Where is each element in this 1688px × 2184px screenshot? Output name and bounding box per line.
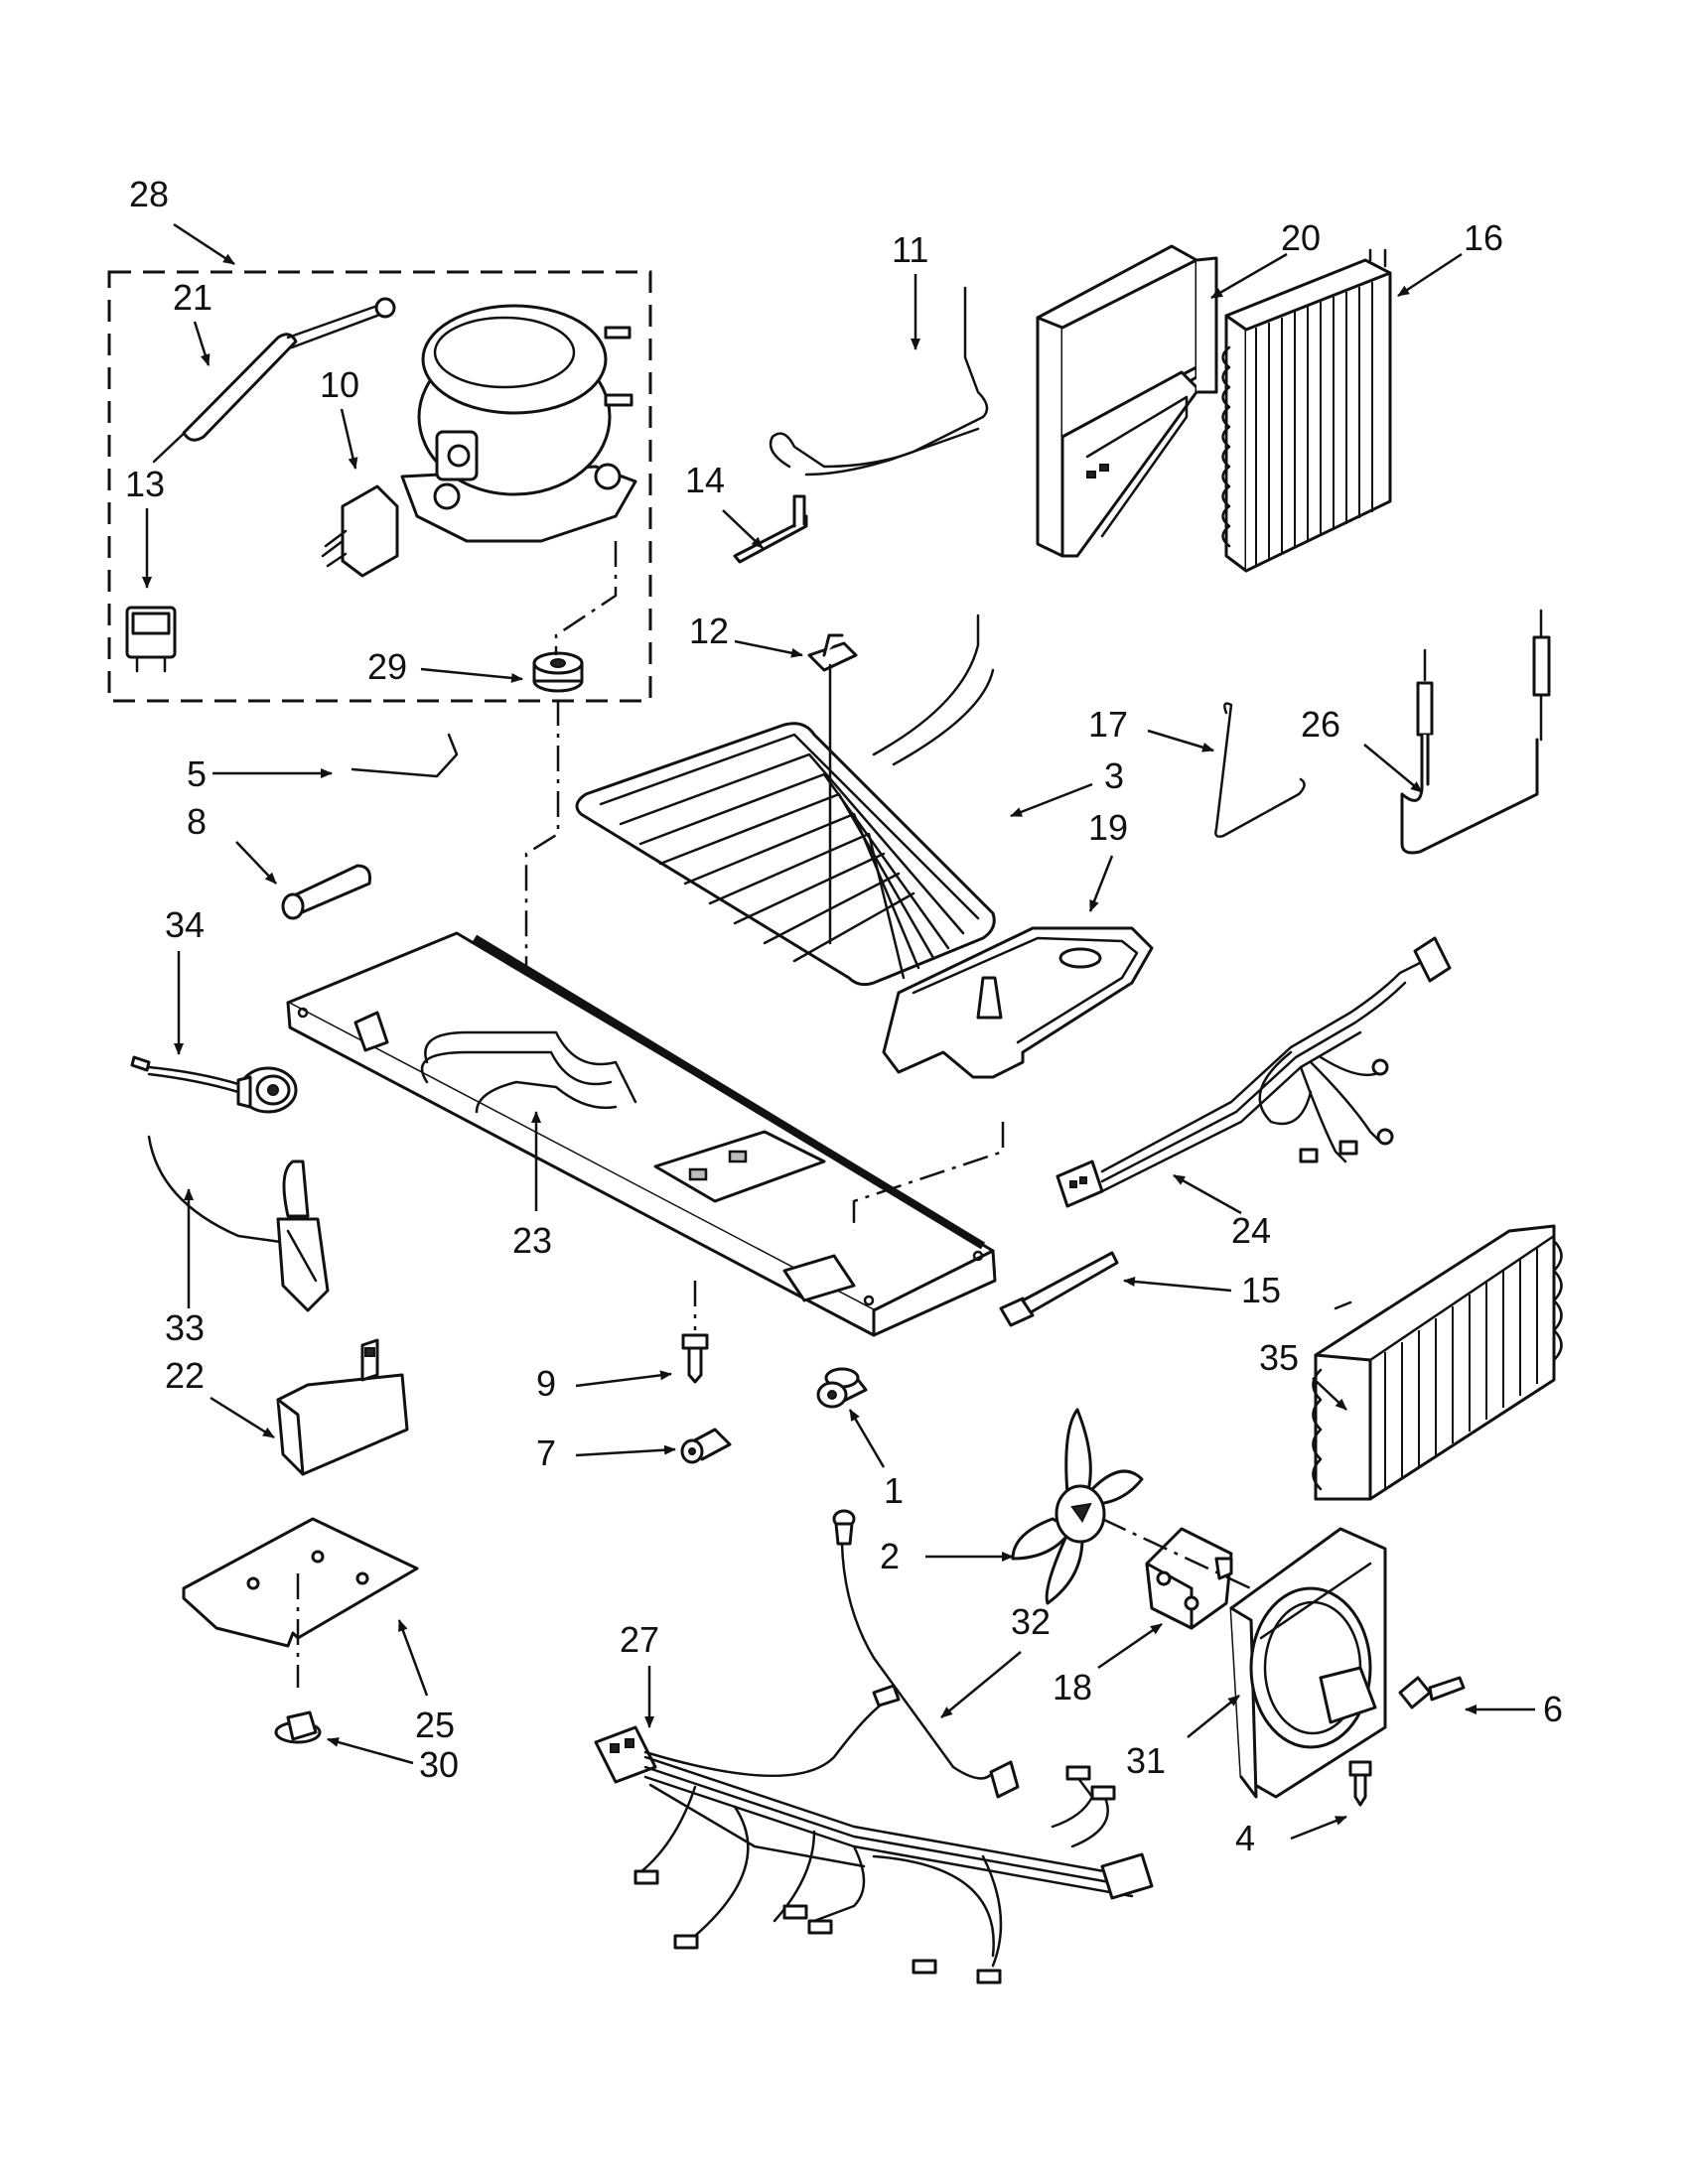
connector-tube[interactable] — [351, 733, 459, 778]
callout-35: 35 — [1259, 1337, 1299, 1378]
leader-12 — [734, 639, 803, 658]
leader-15 — [1123, 1277, 1232, 1293]
insulation-sleeve[interactable] — [281, 864, 371, 920]
leader-25 — [397, 1619, 429, 1697]
leader-29 — [420, 667, 523, 683]
callout-5: 5 — [187, 753, 207, 794]
callout-32: 32 — [1011, 1601, 1051, 1642]
bracket-screw[interactable] — [1398, 1676, 1466, 1709]
leader-31 — [1187, 1695, 1240, 1738]
leader-16 — [1397, 252, 1463, 298]
capillary-tube[interactable] — [769, 286, 989, 477]
leader-30 — [327, 1737, 414, 1765]
callout-15: 15 — [1241, 1270, 1281, 1310]
evaporator-clip[interactable] — [807, 633, 858, 672]
machine-compartment-base[interactable] — [286, 931, 997, 1337]
leader-7 — [575, 1444, 676, 1457]
callout-20: 20 — [1281, 217, 1321, 258]
callout-19: 19 — [1088, 807, 1128, 848]
condenser-coil[interactable] — [1221, 248, 1392, 573]
cover-clip[interactable] — [274, 1710, 322, 1744]
callout-13: 13 — [125, 464, 165, 504]
compressor-grommet[interactable] — [816, 1367, 868, 1409]
leader-10 — [340, 408, 358, 470]
leader-28 — [173, 222, 235, 266]
callout-31: 31 — [1126, 1740, 1166, 1781]
lower-condenser[interactable] — [1312, 1224, 1563, 1501]
callout-7: 7 — [536, 1433, 556, 1473]
callout-12: 12 — [689, 611, 729, 651]
leader-35 — [1312, 1377, 1347, 1411]
tube-clip[interactable] — [1214, 702, 1306, 838]
compressor-sleeve[interactable] — [680, 1428, 732, 1464]
leader-17 — [1147, 729, 1214, 752]
callout-3: 3 — [1104, 755, 1124, 796]
leader-22 — [210, 1396, 275, 1439]
callout-29: 29 — [367, 646, 407, 687]
condenser-fan-motor[interactable] — [1145, 1527, 1233, 1630]
leader-21 — [193, 321, 211, 366]
leader-8 — [235, 841, 277, 885]
start-relay[interactable] — [321, 484, 399, 578]
leader-32 — [940, 1651, 1022, 1718]
callout-10: 10 — [320, 364, 359, 405]
leader-19 — [1088, 855, 1114, 912]
leader-9 — [575, 1370, 672, 1388]
callout-27: 27 — [620, 1619, 659, 1660]
leader-4 — [1290, 1815, 1347, 1841]
evaporator[interactable] — [575, 614, 996, 987]
suction-line-assembly[interactable] — [1400, 609, 1551, 855]
callout-2: 2 — [880, 1536, 900, 1576]
access-cover[interactable] — [182, 1517, 419, 1648]
leader-14 — [722, 509, 764, 549]
mounting-screw-lower[interactable] — [1348, 1760, 1372, 1807]
callout-28: 28 — [129, 174, 169, 214]
wire-harness-lower[interactable] — [594, 1684, 1154, 1984]
drain-pan[interactable] — [882, 926, 1154, 1079]
defrost-sensor[interactable] — [147, 1135, 330, 1312]
filter-drier[interactable] — [152, 297, 396, 464]
mounting-screw[interactable] — [681, 1281, 709, 1384]
callout-25: 25 — [415, 1705, 455, 1745]
fan-blade[interactable] — [1011, 1408, 1144, 1605]
cable-tie[interactable] — [999, 1251, 1119, 1327]
callout-6: 6 — [1543, 1689, 1563, 1729]
callout-33: 33 — [165, 1307, 205, 1348]
overload-protector[interactable] — [125, 606, 177, 673]
callout-11: 11 — [892, 229, 928, 270]
leader-24 — [1173, 1173, 1242, 1215]
callout-14: 14 — [685, 460, 725, 500]
power-cord-strain-relief[interactable] — [130, 1055, 298, 1114]
leader-1 — [848, 1409, 886, 1468]
fan-motor-bracket[interactable] — [1229, 1527, 1387, 1799]
callout-26: 26 — [1301, 704, 1340, 745]
callout-21: 21 — [173, 277, 212, 318]
callout-16: 16 — [1464, 217, 1503, 258]
leader-18 — [1097, 1622, 1163, 1670]
callout-9: 9 — [536, 1363, 556, 1404]
leader-26 — [1363, 744, 1423, 793]
leader-20 — [1210, 252, 1288, 300]
callout-23: 23 — [512, 1220, 552, 1261]
callout-24: 24 — [1231, 1210, 1271, 1251]
callout-8: 8 — [187, 801, 207, 842]
condenser-shroud[interactable] — [1036, 244, 1218, 558]
wire-harness-upper[interactable] — [1055, 936, 1452, 1208]
leader-3 — [1010, 782, 1093, 818]
callout-34: 34 — [165, 904, 205, 945]
suction-tube[interactable] — [733, 494, 808, 564]
grommet[interactable] — [532, 651, 584, 693]
callout-18: 18 — [1053, 1667, 1092, 1707]
callout-4: 4 — [1235, 1818, 1255, 1858]
thermistor[interactable] — [832, 1509, 1020, 1799]
callout-22: 22 — [165, 1355, 205, 1396]
callout-17: 17 — [1088, 704, 1128, 745]
compressor[interactable] — [400, 304, 637, 543]
compressor-kit-boundary — [107, 270, 652, 703]
callout-1: 1 — [884, 1470, 904, 1511]
electronic-control[interactable] — [276, 1338, 409, 1476]
callout-30: 30 — [419, 1744, 459, 1785]
